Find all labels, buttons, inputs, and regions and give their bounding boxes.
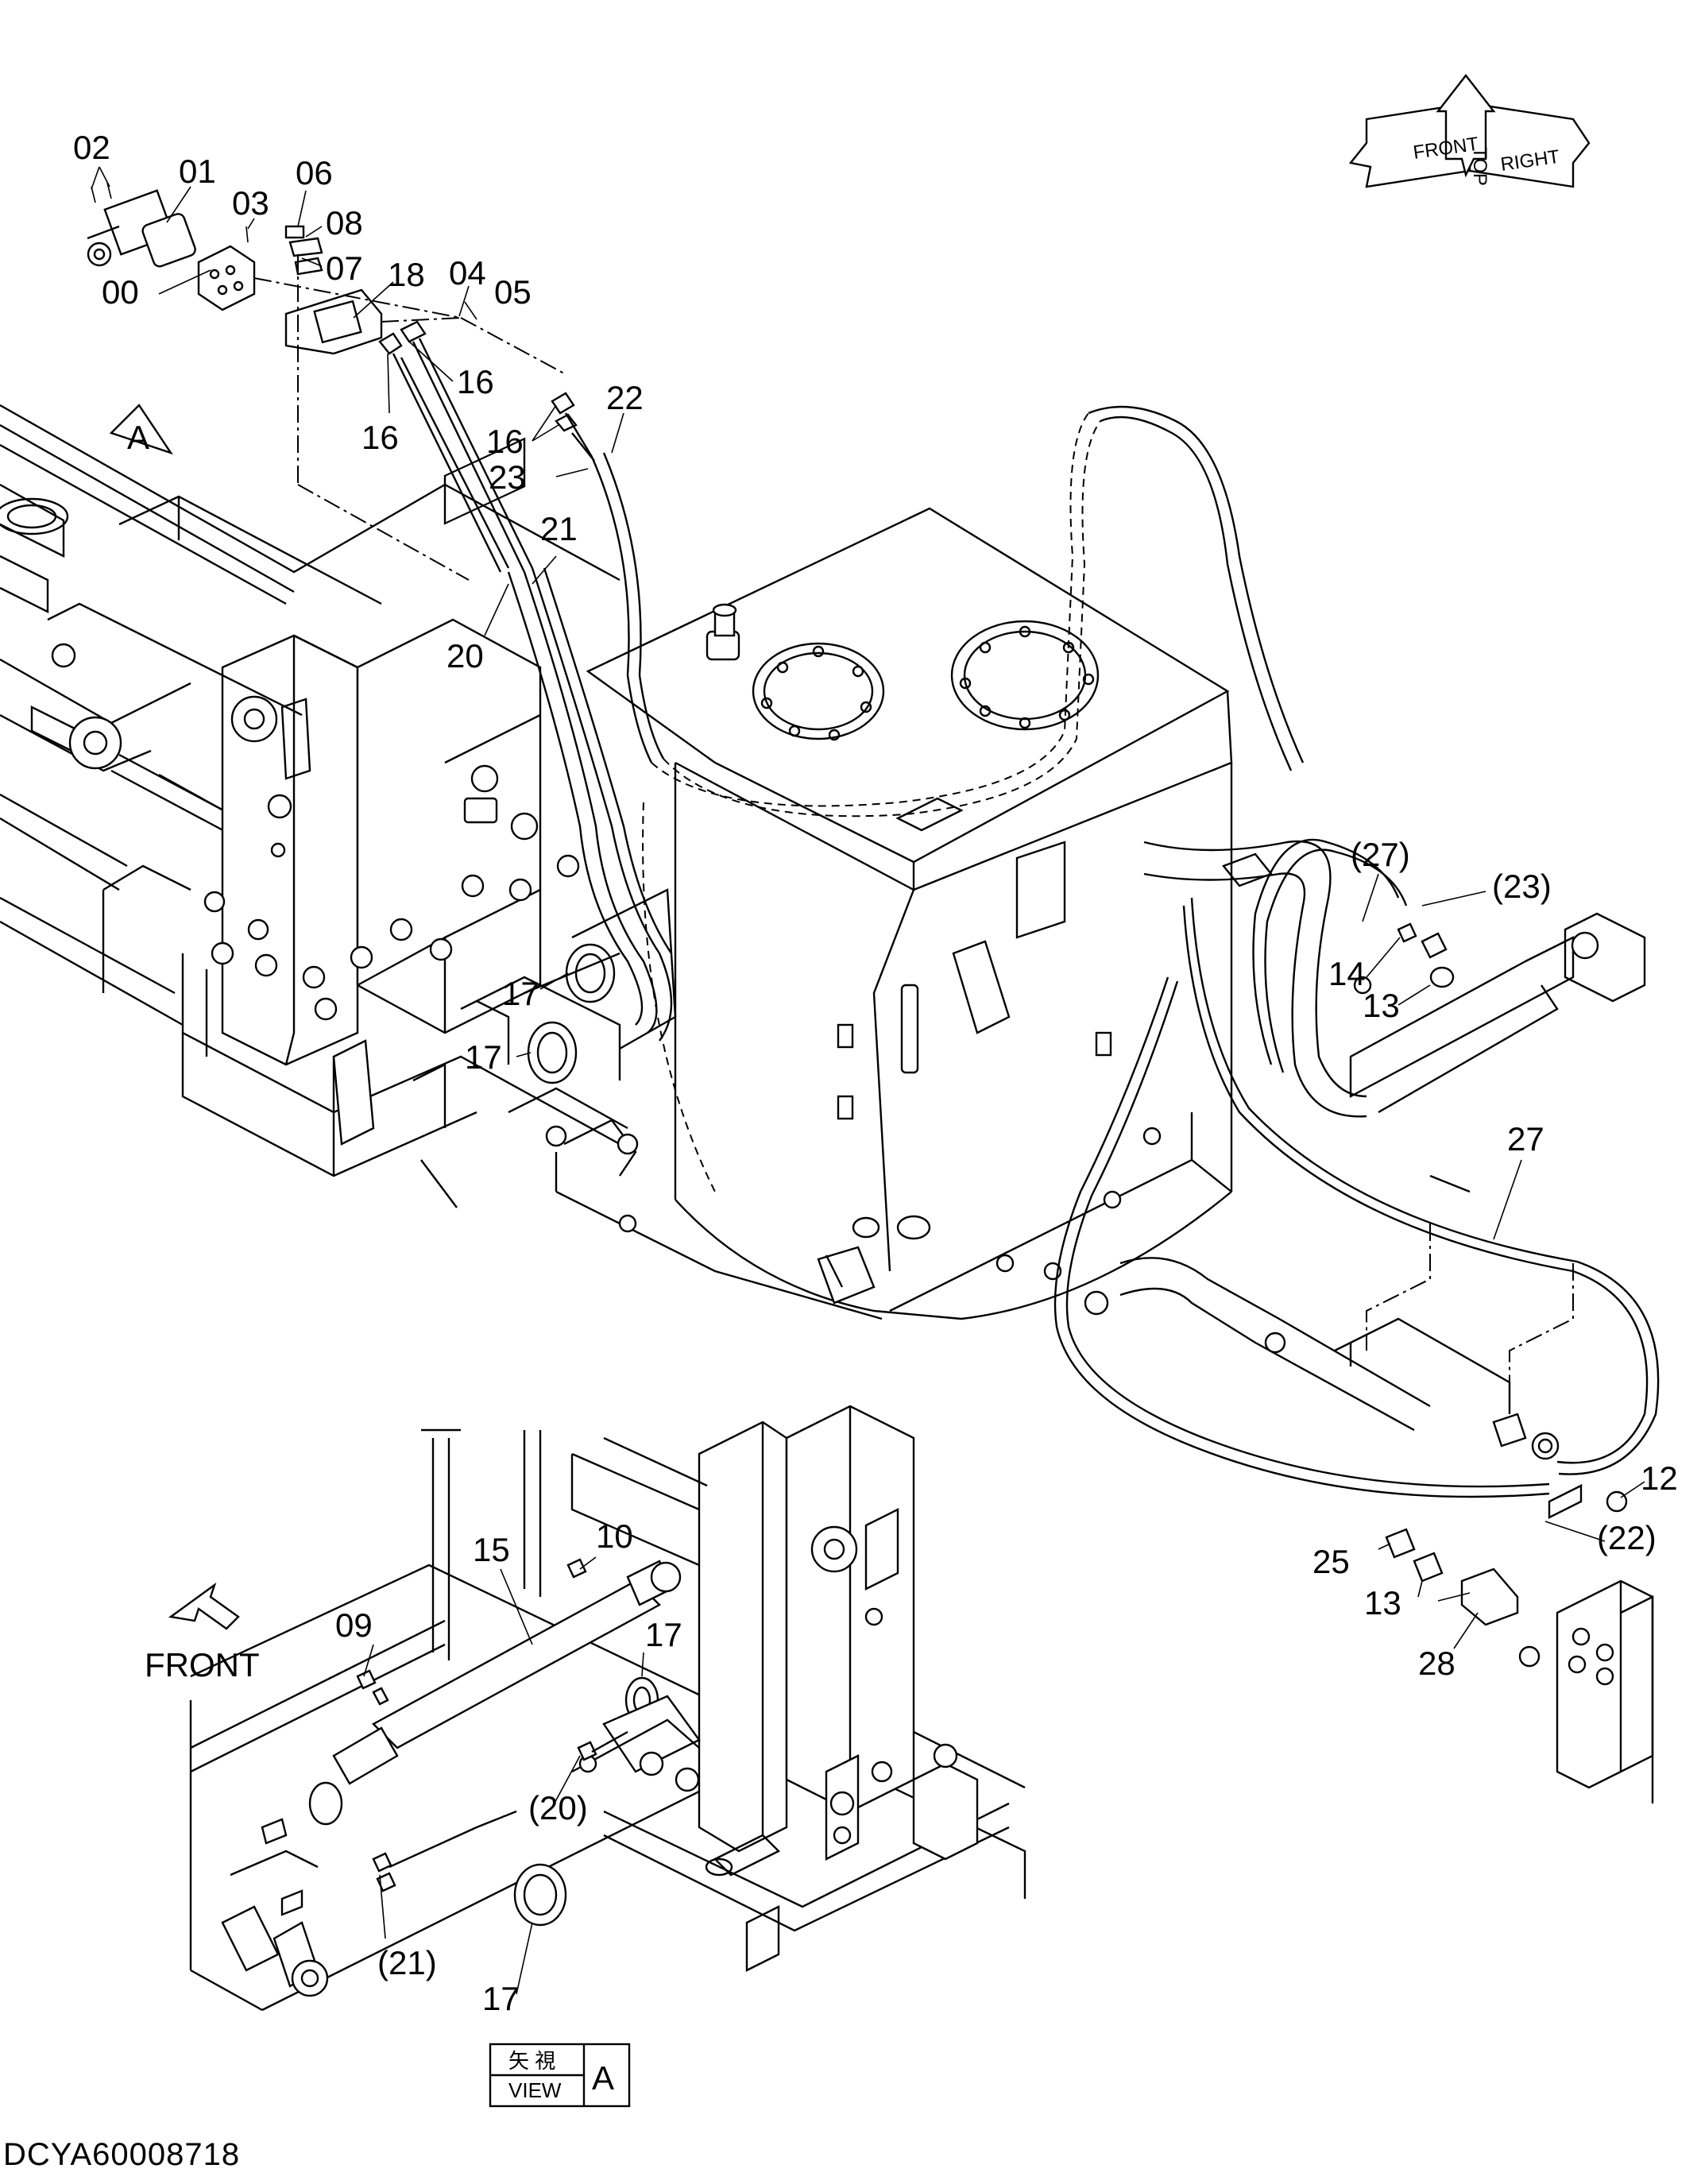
orient-top: TOP — [1469, 147, 1490, 186]
callout-27p: (27) — [1351, 836, 1410, 873]
view-a-marker-label: A — [127, 419, 149, 456]
grommet-17-upper — [527, 943, 616, 1084]
callout-18: 18 — [388, 256, 425, 293]
right-manifold — [1222, 852, 1646, 1114]
callout-00: 00 — [102, 273, 139, 311]
callout-20p: (20) — [528, 1789, 588, 1826]
view-a-box: 矢 視 VIEW A — [489, 2043, 631, 2108]
callout-04: 04 — [449, 254, 486, 292]
callout-22p: (22) — [1597, 1519, 1657, 1556]
hose-lines — [507, 405, 1660, 1498]
callout-12: 12 — [1641, 1459, 1678, 1497]
view-box-kanji: 矢 視 — [508, 2049, 555, 2073]
front-arrow: FRONT — [145, 1582, 260, 1683]
solenoid-valve-assembly — [87, 182, 565, 581]
cover-bolts — [760, 625, 1095, 741]
callout-15: 15 — [473, 1531, 510, 1568]
leader-lines — [91, 166, 1645, 1995]
callout-22: 22 — [606, 379, 644, 416]
callout-03: 03 — [232, 184, 269, 222]
callout-02: 02 — [73, 129, 110, 166]
callout-16a: 16 — [457, 363, 494, 400]
callout-16c: 16 — [486, 423, 524, 460]
callout-25: 25 — [1312, 1543, 1350, 1580]
callout-20: 20 — [447, 637, 484, 675]
callout-06: 06 — [296, 154, 333, 191]
callout-09: 09 — [335, 1606, 373, 1644]
callout-17c: 17 — [645, 1616, 682, 1653]
callout-01: 01 — [179, 153, 216, 190]
callout-13a: 13 — [1363, 987, 1400, 1024]
callout-21p: (21) — [377, 1944, 437, 1981]
callout-05: 05 — [494, 273, 532, 311]
callout-08: 08 — [326, 204, 363, 242]
callout-28: 28 — [1418, 1645, 1456, 1682]
callout-17d: 17 — [482, 1980, 520, 2017]
hydraulic-tank — [555, 507, 1233, 1320]
upper-frame — [0, 404, 677, 1208]
callout-labels: 02 01 03 06 08 07 18 04 05 00 16 16 16 2… — [73, 129, 1678, 2017]
callout-14: 14 — [1328, 955, 1366, 992]
orientation-symbol: FRONT TOP RIGHT — [1348, 74, 1591, 188]
callout-10: 10 — [596, 1517, 633, 1555]
view-a-detail — [189, 1405, 1026, 2012]
callout-23p: (23) — [1492, 868, 1552, 905]
drawing-code: DCYA60008718 — [3, 2137, 241, 2172]
callout-13b: 13 — [1364, 1584, 1401, 1622]
callout-23: 23 — [489, 458, 526, 496]
view-a-marker: A — [109, 404, 173, 456]
callout-17b: 17 — [465, 1038, 502, 1076]
callout-17a: 17 — [502, 975, 539, 1012]
callout-21: 21 — [540, 510, 578, 547]
bolt-row — [211, 854, 580, 1021]
callout-16b: 16 — [361, 419, 399, 456]
front-arrow-label: FRONT — [145, 1646, 260, 1683]
fittings-16 — [378, 320, 595, 573]
callout-27: 27 — [1507, 1120, 1544, 1158]
view-box-letter: A — [592, 2059, 614, 2097]
callout-07: 07 — [326, 249, 363, 287]
view-box-word: VIEW — [508, 2078, 562, 2102]
rear-bracket-assembly — [1084, 1174, 1654, 1803]
